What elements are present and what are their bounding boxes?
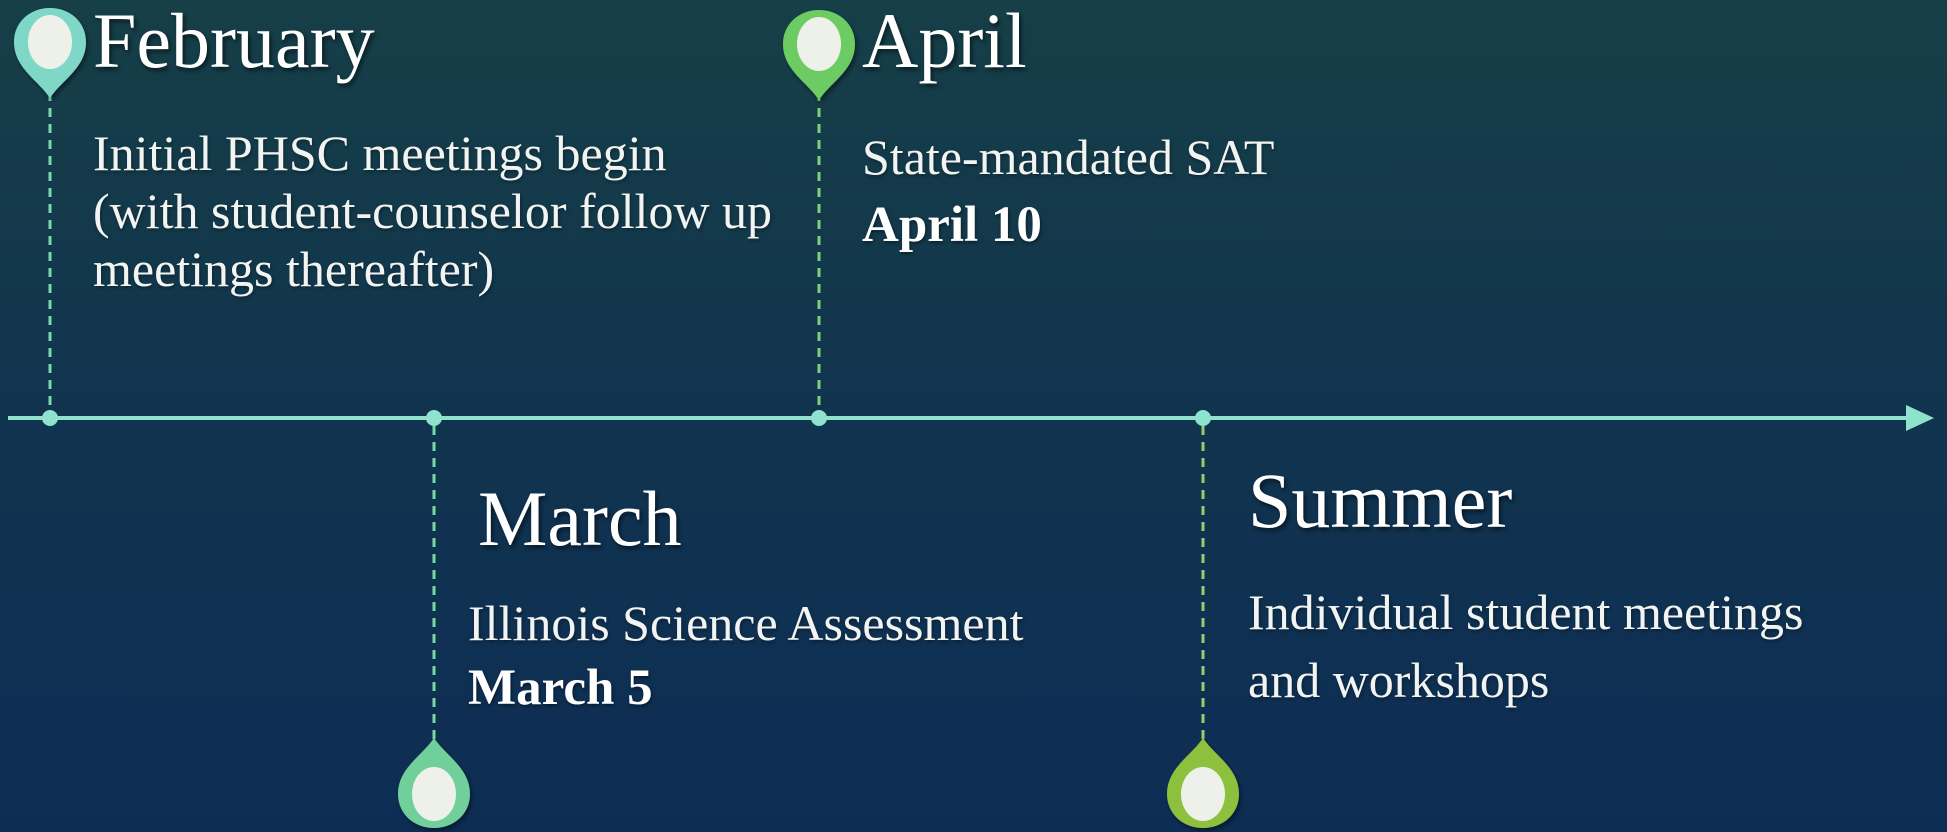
event-march-date: March 5 xyxy=(468,660,653,716)
timeline-dot-summer xyxy=(1195,410,1211,426)
event-april-date: April 10 xyxy=(862,197,1042,253)
event-february-description: Initial PHSC meetings begin (with studen… xyxy=(93,125,773,297)
pin-february-icon xyxy=(14,8,86,98)
pin-march-icon xyxy=(398,738,470,828)
event-april-heading: April xyxy=(862,0,1027,84)
pin-april-icon xyxy=(783,10,855,100)
pin-summer-icon xyxy=(1167,738,1239,828)
timeline-dot-april xyxy=(811,410,827,426)
timeline-arrowhead xyxy=(1906,405,1934,431)
event-april-description: State-mandated SAT xyxy=(862,129,1275,185)
timeline-dot-february xyxy=(42,410,58,426)
event-summer-heading: Summer xyxy=(1248,457,1513,544)
event-march-heading: March xyxy=(478,475,682,562)
event-march-description: Illinois Science Assessment xyxy=(468,595,1024,651)
timeline-dot-march xyxy=(426,410,442,426)
event-february-heading: February xyxy=(93,0,375,84)
event-summer-description: Individual student meetings and workshop… xyxy=(1248,584,1804,708)
